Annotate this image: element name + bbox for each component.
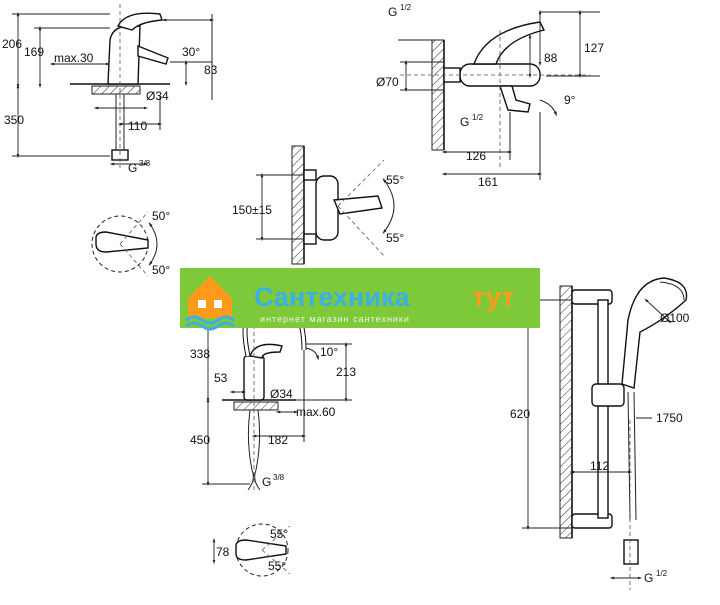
dim-55deg-bot: 55° [386,231,404,245]
dim-dia100: Ø100 [660,311,690,325]
dim-55deg-top: 55° [270,527,288,541]
bath-mixer-drawing: G 1/2 127 88 Ø70 9° G 1/2 126 161 [376,3,604,189]
banner-subtitle: интернет магазин сантехники [260,314,410,324]
dim-thread-g: G [128,161,137,175]
dim-g12-bot-frac: 1/2 [472,113,484,122]
dim-182: 182 [268,433,288,447]
dim-50deg-top: 50° [152,209,170,223]
dim-g12-frac: 1/2 [656,569,668,578]
dim-620: 620 [510,407,530,421]
dim-127: 127 [584,41,604,55]
dim-213: 213 [336,365,356,379]
dim-338: 338 [190,347,210,361]
store-banner: Сантехника тут интернет магазин сантехни… [180,268,540,331]
dim-dia34: Ø34 [146,89,169,103]
dim-78: 78 [216,545,230,559]
banner-background [180,268,540,328]
dim-thread-frac: 3/8 [139,159,151,168]
dim-max60: max.60 [296,405,336,419]
dim-g12-bot: G [460,115,469,129]
dim-206: 206 [2,37,22,51]
house-icon [185,276,235,331]
sink-mixer-drawing: 338 10° 53 213 Ø34 max.60 450 182 G 3/8 … [190,290,356,577]
dim-thread-frac: 3/8 [273,473,285,482]
dim-83: 83 [204,63,218,77]
banner-title: Сантехника [254,282,410,312]
dim-55deg-bot: 55° [268,559,286,573]
dim-161: 161 [478,175,498,189]
dim-350: 350 [4,113,24,127]
dim-9deg: 9° [564,93,576,107]
dim-10deg: 10° [320,345,338,359]
dim-169: 169 [24,45,44,59]
dim-88: 88 [544,51,558,65]
dim-g12-g: G [644,571,653,585]
dim-g12-top-frac: 1/2 [400,3,412,12]
dim-110: 110 [128,119,147,133]
dim-max30: max.30 [54,51,94,65]
dim-126: 126 [466,149,486,163]
shower-mixer-drawing: 150±15 55° 55° [232,145,404,265]
dim-450: 450 [190,433,210,447]
dim-dia34: Ø34 [270,387,293,401]
dim-55deg-top: 55° [386,173,404,187]
dim-thread-g: G [262,475,271,489]
dim-dia70: Ø70 [376,75,399,89]
dim-1750: 1750 [656,411,683,425]
dim-112: 112 [590,459,609,473]
dim-53: 53 [214,371,228,385]
dim-30deg: 30° [182,45,200,59]
shower-set-drawing: Ø100 620 1750 112 G 1/2 [510,277,690,590]
banner-accent: тут [472,282,514,312]
basin-mixer-drawing: 206 169 max.30 30° 83 350 Ø34 110 G 3/8 … [2,4,218,277]
dim-g12-top: G [388,5,397,19]
dim-50deg-bot: 50° [152,263,170,277]
dim-150: 150±15 [232,203,272,217]
